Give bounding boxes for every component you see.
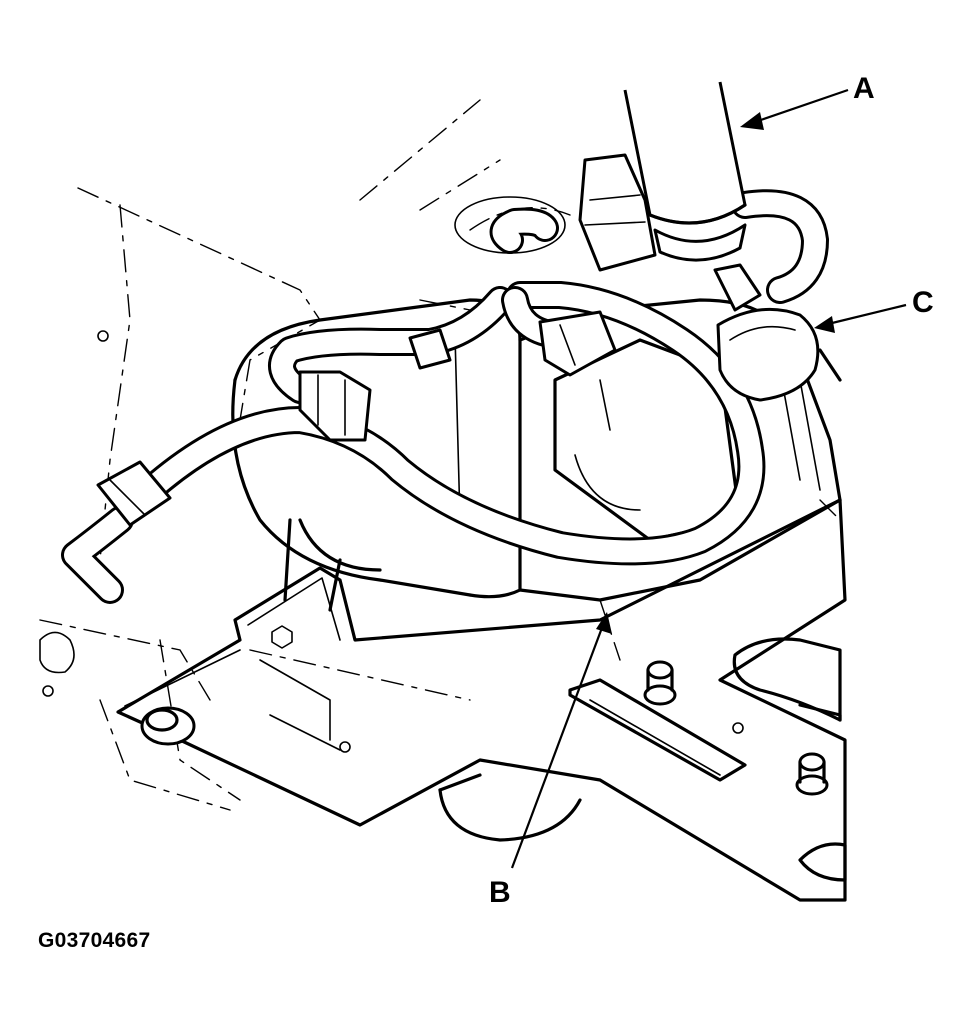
part-c-cap: [716, 307, 842, 402]
leader-c-head: [814, 316, 835, 333]
mounting-bracket: [116, 498, 847, 902]
leader-b: [510, 624, 605, 869]
callout-label-a: A: [853, 72, 875, 105]
callout-label-c: C: [912, 286, 934, 319]
connectors: [96, 153, 762, 527]
bolt-right: [795, 752, 829, 796]
background-frame-outlines: [39, 99, 841, 811]
leader-c: [827, 303, 907, 326]
hose-assembly: [61, 189, 829, 604]
bolt-center: [643, 660, 677, 706]
leader-a: [754, 88, 849, 124]
leader-a-head: [740, 112, 764, 130]
figure-id: G03704667: [38, 929, 151, 952]
callout-leaders: [510, 88, 907, 869]
bolt-left: [140, 706, 196, 746]
leader-b-head: [596, 612, 612, 634]
callout-label-b: B: [489, 876, 511, 909]
bolt-group: [140, 625, 829, 796]
part-a-tube: [623, 81, 747, 262]
